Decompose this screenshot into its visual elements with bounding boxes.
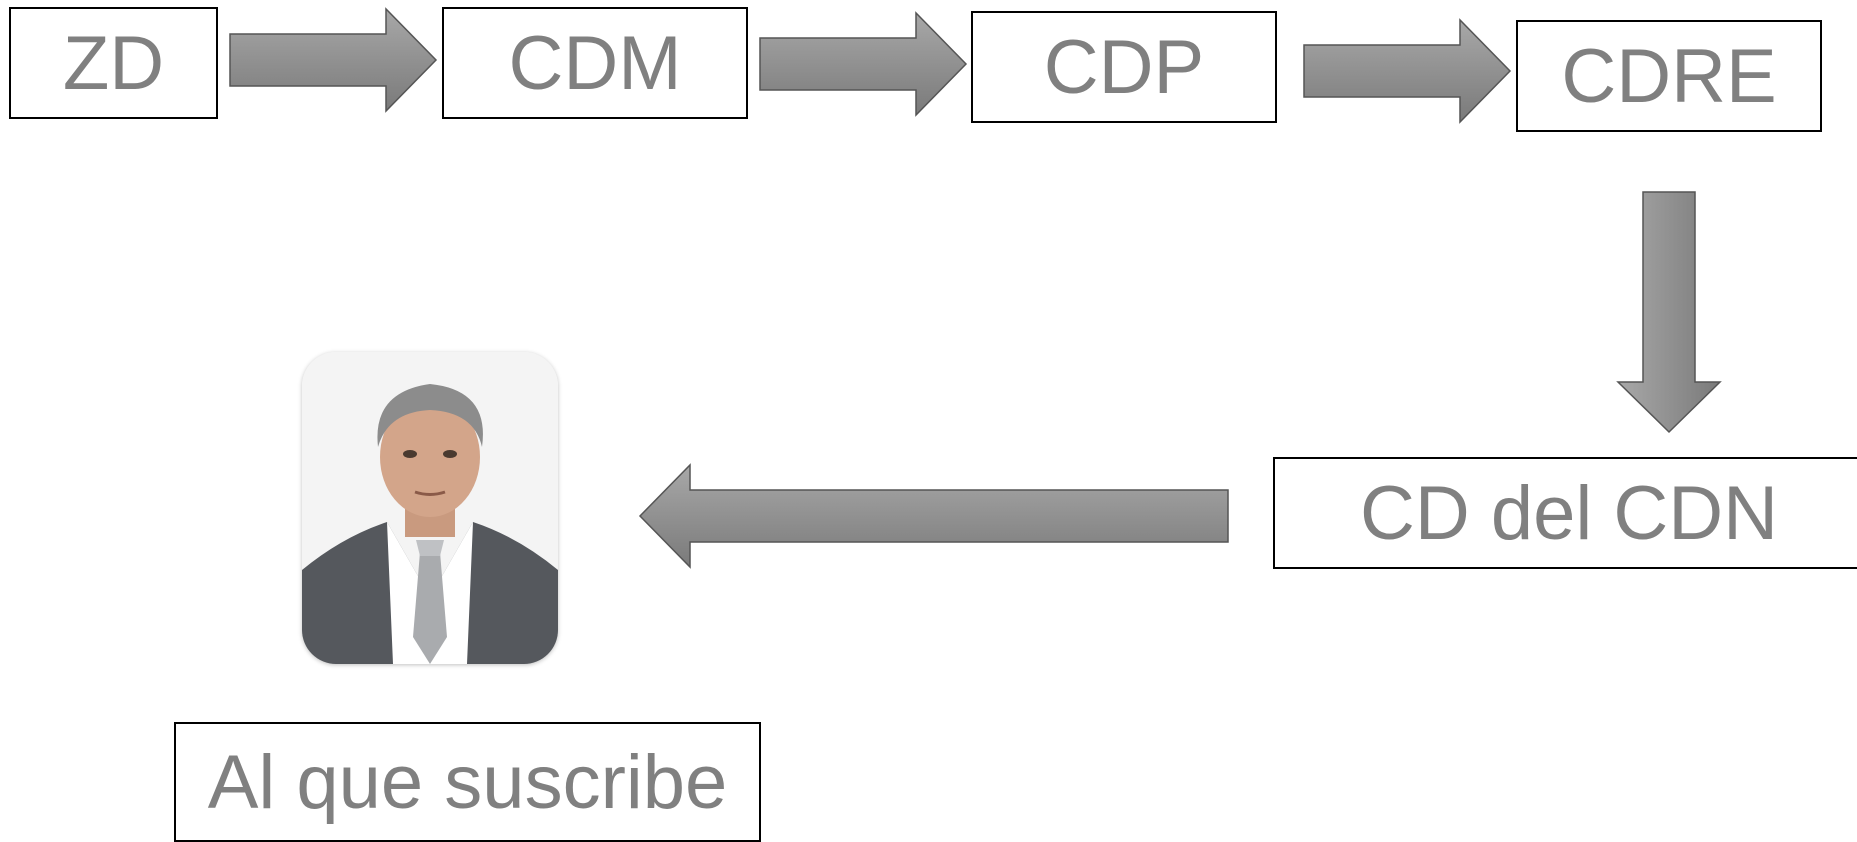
node-zd: ZD: [9, 7, 218, 119]
arrow-right-2: [759, 11, 968, 117]
node-cdre-label: CDRE: [1561, 33, 1777, 119]
arrow-left: [638, 463, 1229, 569]
node-cdp-label: CDP: [1043, 24, 1205, 110]
arrow-right-3: [1303, 18, 1512, 124]
arrow-right-1: [229, 7, 438, 113]
node-zd-label: ZD: [62, 20, 165, 106]
portrait-photo: [302, 352, 558, 664]
node-cdm-label: CDM: [508, 20, 682, 106]
node-cdp: CDP: [971, 11, 1277, 123]
person-portrait-icon: [302, 352, 558, 664]
node-cd-cdn-label: CD del CDN: [1359, 470, 1779, 556]
node-cd-cdn: CD del CDN: [1273, 457, 1857, 569]
arrow-down: [1616, 191, 1722, 434]
node-cdm: CDM: [442, 7, 748, 119]
node-cdre: CDRE: [1516, 20, 1822, 132]
node-final-label: Al que suscribe: [207, 739, 728, 825]
node-final: Al que suscribe: [174, 722, 761, 842]
